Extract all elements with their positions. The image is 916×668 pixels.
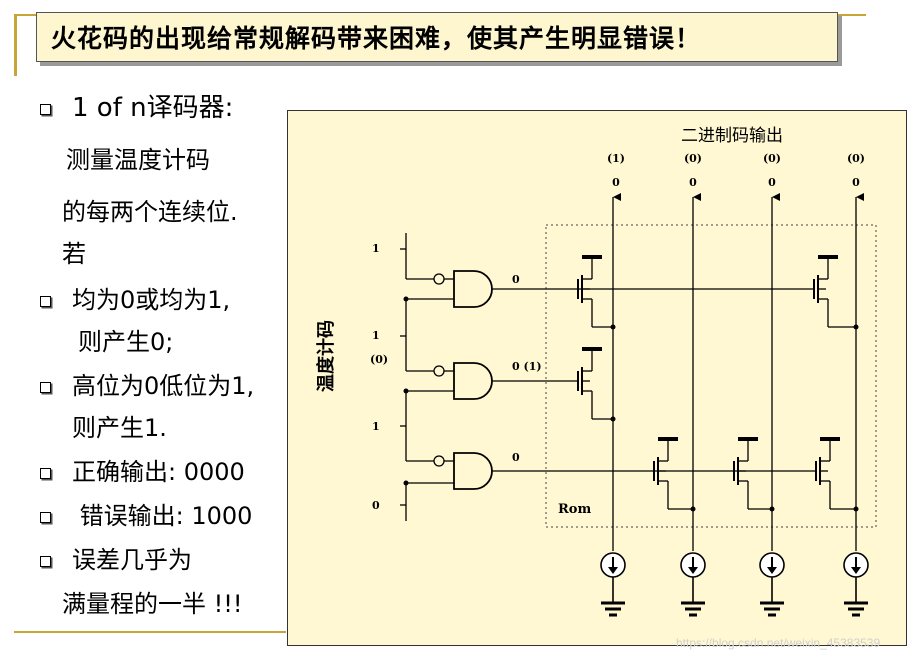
input-wiring	[400, 233, 454, 521]
output-label-top: (0)	[763, 152, 781, 165]
bullet-text: 则产生0;	[78, 328, 174, 356]
ground-symbols	[601, 577, 868, 617]
accent-line-bottom	[14, 631, 286, 633]
bullet-icon	[40, 468, 51, 479]
output-label-top: (0)	[847, 152, 865, 165]
bullet-text: 高位为0低位为1,	[72, 372, 255, 400]
input-label: 1	[372, 329, 380, 342]
rom-label: Rom	[558, 502, 591, 517]
bullet-text: 误差几乎为	[72, 546, 192, 574]
input-label: 1	[372, 242, 380, 255]
bullet-text: 满量程的一半 !!!	[62, 590, 243, 618]
watermark: https://blog.csdn.net/weixin_45383539	[676, 636, 881, 650]
rom-box	[545, 224, 877, 528]
title-banner: 火花码的出现给常规解码带来困难，使其产生明显错误！	[36, 12, 838, 62]
thermometer-code-label: 温度计码	[315, 320, 337, 392]
current-sources	[600, 552, 869, 578]
transistor-cells	[577, 255, 856, 510]
bullet-icon	[40, 104, 51, 115]
output-label-bottom: 0	[768, 176, 776, 189]
bullet-text: 均为0或均为1,	[72, 286, 231, 314]
input-label: 1	[372, 420, 380, 433]
bullet-icon	[40, 512, 51, 523]
text-line: 的每两个连续位.	[62, 198, 238, 226]
output-label-bottom: 0	[852, 176, 860, 189]
bullet-text: 正确输出: 0000	[72, 458, 245, 486]
gate-output-label: 0	[512, 451, 520, 464]
decoder-heading: 1 of n译码器:	[72, 93, 234, 123]
bullet-icon	[40, 556, 51, 567]
output-title: 二进制码输出	[681, 126, 783, 146]
accent-bar-vertical	[14, 14, 17, 76]
gate-output-label: 0	[512, 273, 520, 286]
output-label-bottom: 0	[689, 176, 697, 189]
row-lines	[492, 288, 816, 472]
and-gates	[453, 270, 493, 490]
input-label: (0)	[370, 353, 388, 366]
circuit-svg: 二进制码输出 (1) (0) (0) (0) 0 0 0 0 温度计码 1 1 …	[315, 126, 877, 617]
text-line: 若	[62, 240, 86, 268]
output-label-top: (1)	[607, 152, 625, 165]
gate-output-label: 0 (1)	[512, 360, 542, 373]
bullet-icon	[40, 296, 51, 307]
bullet-icon	[40, 382, 51, 393]
text-line: 测量温度计码	[66, 146, 210, 174]
slide-title: 火花码的出现给常规解码带来困难，使其产生明显错误！	[51, 24, 702, 53]
bullet-text: 则产生1.	[72, 414, 167, 442]
output-label-top: (0)	[684, 152, 702, 165]
output-label-bottom: 0	[612, 176, 620, 189]
bullet-text: 错误输出: 1000	[72, 502, 253, 530]
input-label: 0	[372, 499, 380, 512]
decoder-circuit-diagram: 二进制码输出 (1) (0) (0) (0) 0 0 0 0 温度计码 1 1 …	[287, 110, 907, 646]
